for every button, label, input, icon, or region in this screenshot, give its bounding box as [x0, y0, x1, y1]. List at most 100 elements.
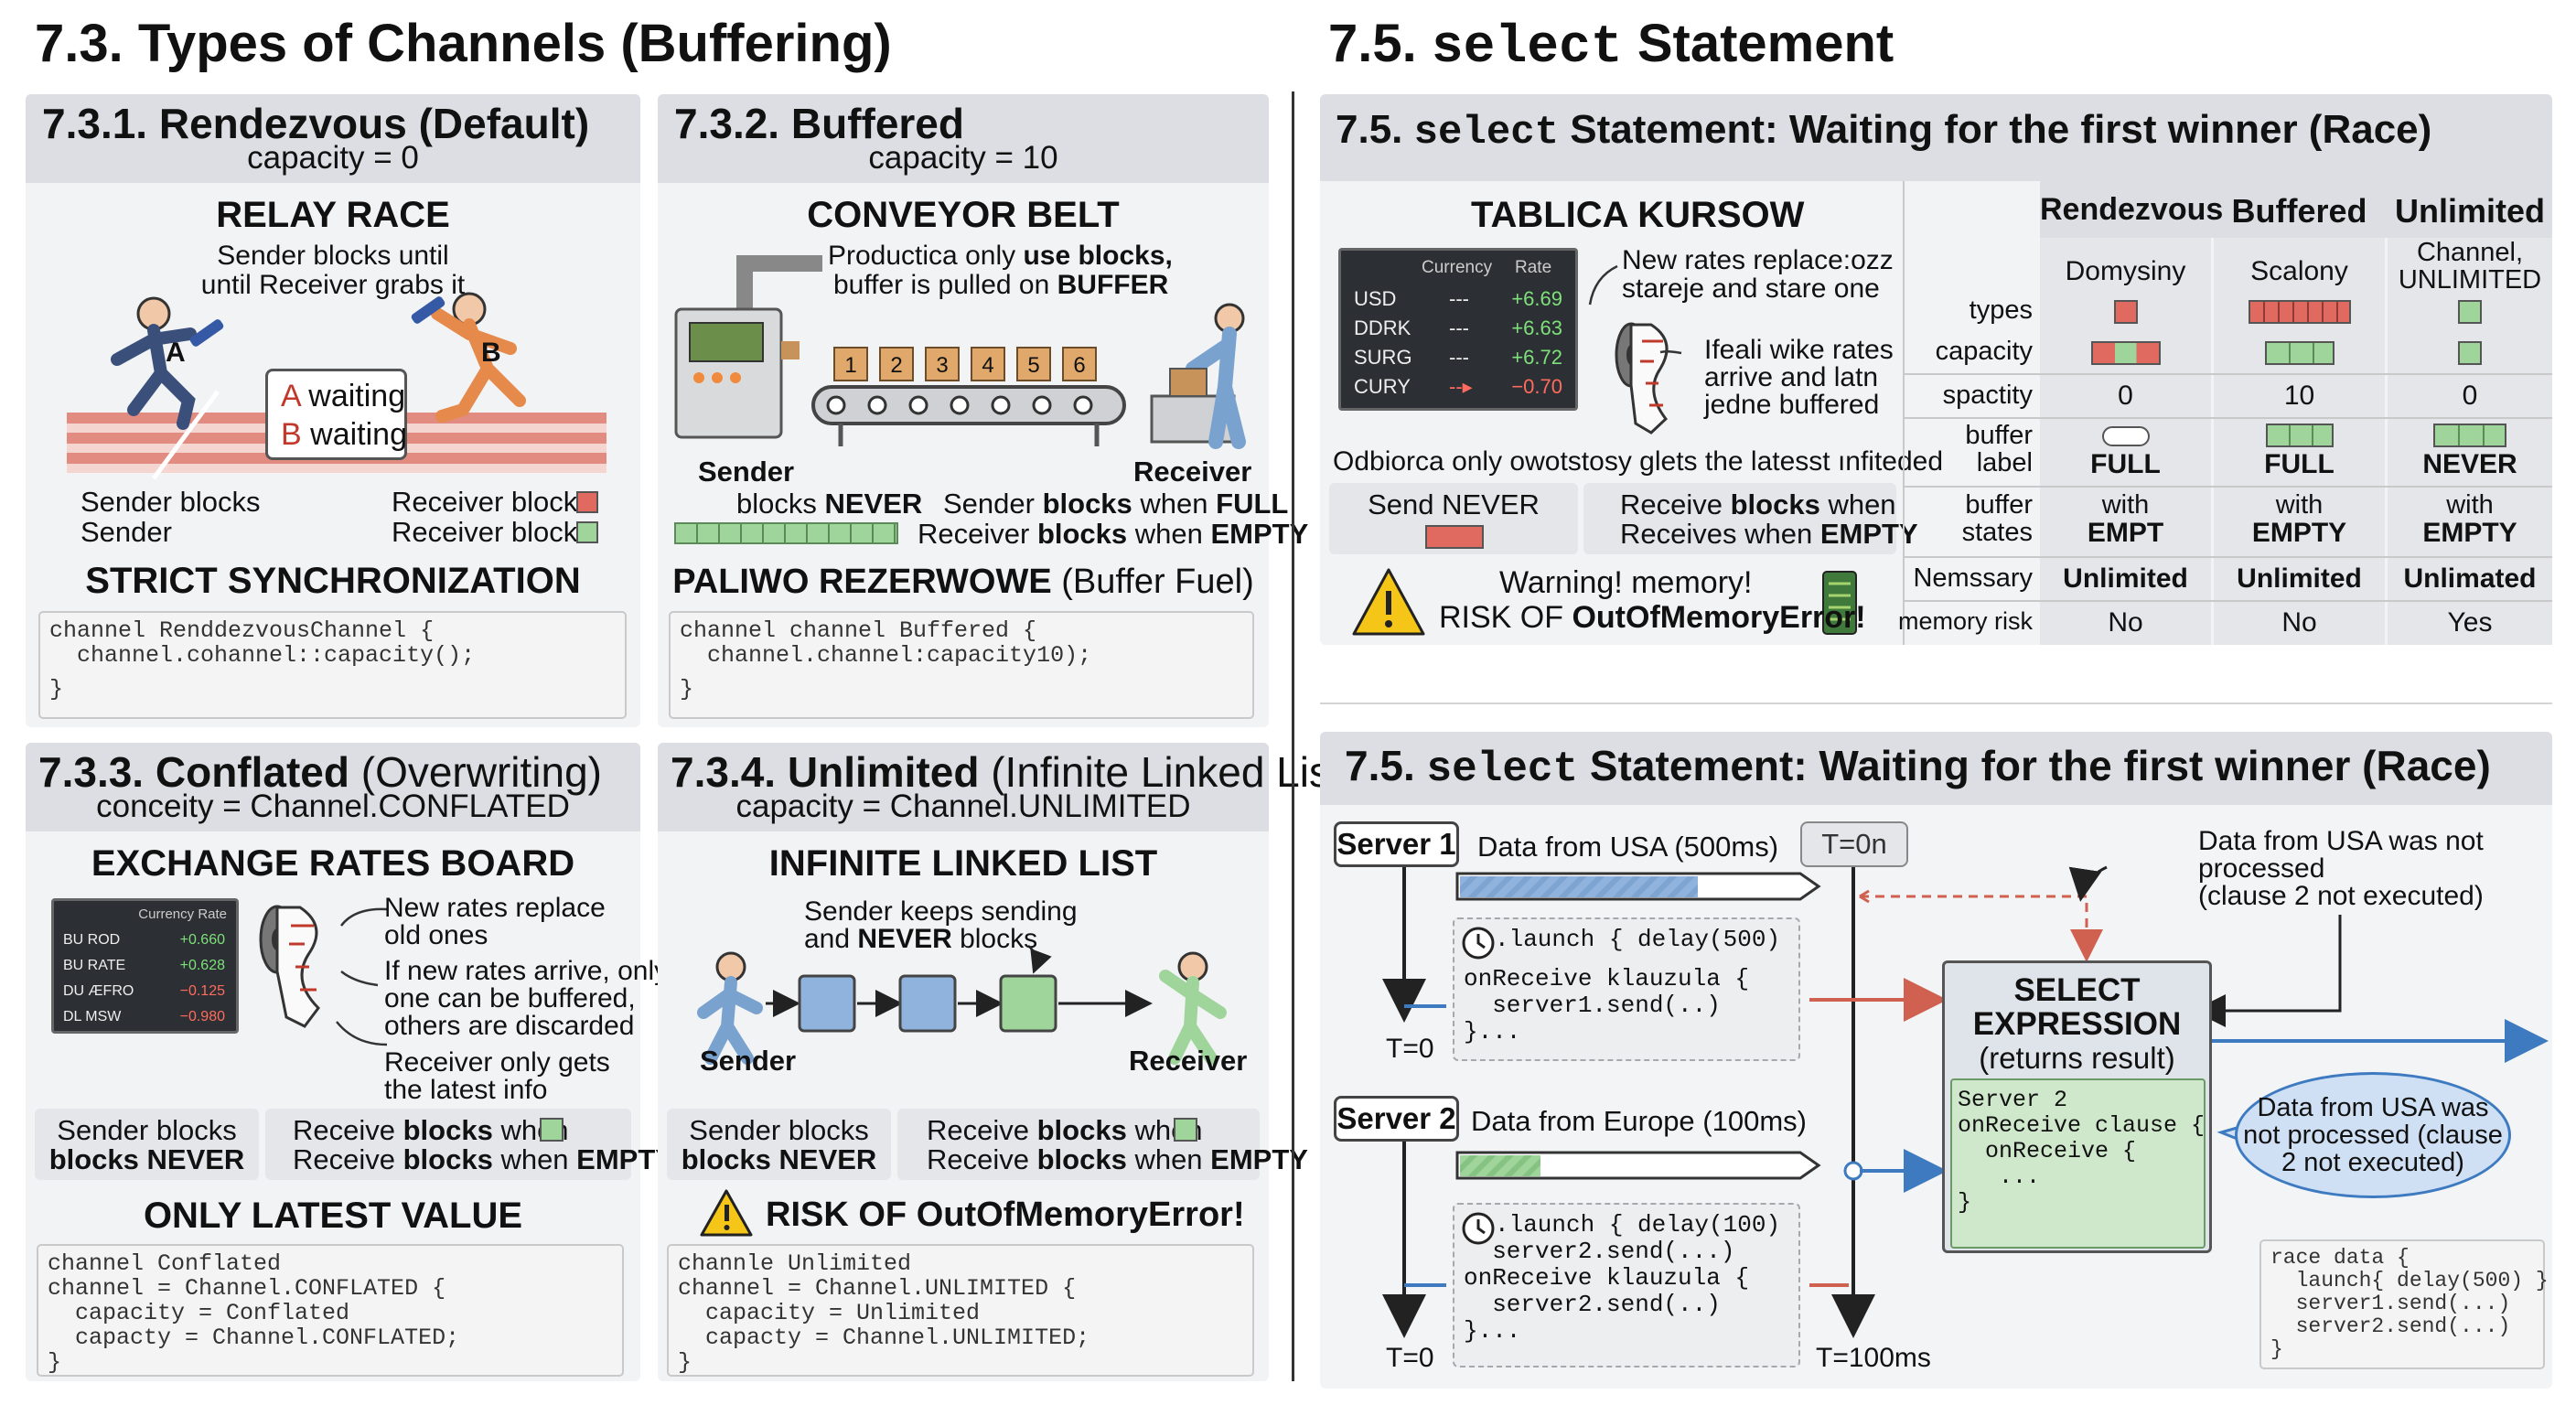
- server2-code: .launch { delay(100) server2.send(...) o…: [1453, 1203, 1800, 1367]
- note-line: New rates replace:ozz: [1622, 245, 1894, 275]
- waiting-badge: A waiting B waiting: [265, 369, 407, 460]
- receiver-blocks-box: Receive blocks when Receive blocks when …: [897, 1109, 1308, 1180]
- cell-swatch: [2265, 341, 2334, 365]
- time-label: T=100ms: [1816, 1343, 1931, 1373]
- table-cell: Scalony: [2250, 256, 2348, 286]
- row-label: buffer: [1965, 421, 2033, 450]
- card-heading: RELAY RACE: [216, 195, 450, 235]
- table-cell: No: [2108, 607, 2143, 638]
- badge-b-letter: B: [281, 417, 302, 452]
- server2-progress-fill: [1460, 1155, 1540, 1176]
- row-label: types: [1969, 295, 2033, 325]
- card-footer: ONLY LATEST VALUE: [143, 1196, 523, 1236]
- panel-select-race: 7.5. select Statement: Waiting for the f…: [1320, 732, 2552, 1389]
- paper-roll-icon: [259, 905, 388, 1046]
- note-line: Sender blocks until: [217, 241, 449, 271]
- board-value: +6.63: [1511, 316, 1562, 339]
- exchange-rates-board: Currency Rate BU ROD+0.660 BU RATE+0.628…: [51, 898, 239, 1034]
- sender-blocks-box: Sender blocks blocks NEVER: [667, 1109, 891, 1180]
- receiver-blocks-box: Receive blocks when Receive blocks when …: [265, 1109, 674, 1180]
- section-title-select: 7.5. select Statement: [1328, 14, 1894, 78]
- card-header: [26, 94, 640, 183]
- card-rendezvous: 7.3.1. Rendezvous (Default) capacity = 0…: [26, 94, 640, 727]
- panel-divider: [1320, 702, 2552, 704]
- clock-icon: [1462, 1212, 1495, 1245]
- buffer-box: 5: [1016, 347, 1051, 381]
- cell-swatch: [2266, 424, 2334, 447]
- receiver-blocks-label: Receiver blocks: [392, 516, 592, 548]
- col-bg: [2214, 181, 2385, 645]
- card-footer: STRICT SYNCHRONIZATION: [85, 561, 581, 601]
- table-cell: with: [2275, 490, 2324, 520]
- note-line: until Receiver grabs it: [200, 270, 466, 300]
- card-buffered: 7.3.2. Buffered capacity = 10 CONVEYOR B…: [658, 94, 1308, 727]
- table-col-header: Unlimited: [2394, 192, 2545, 230]
- note-line: Sender keeps sending: [804, 896, 1078, 927]
- buffer-box: 3: [925, 347, 960, 381]
- row-label: label: [1976, 448, 2033, 477]
- red-swatch: [1425, 525, 1484, 549]
- card-subtitle: capacity = 10: [868, 140, 1058, 176]
- board-value: −0.125: [179, 983, 225, 999]
- buffer-box: 6: [1062, 347, 1097, 381]
- card-footer: RISK OF OutOfMemoryError!: [766, 1196, 1245, 1234]
- time-label-t0n: T=0n: [1800, 821, 1908, 867]
- card-header: [26, 743, 640, 831]
- card-unlimited: 7.3.4. Unlimited (Infinite Linked List) …: [658, 743, 1356, 1381]
- table-cell: EMPT: [2087, 518, 2164, 548]
- card-heading: CONVEYOR BELT: [807, 195, 1120, 235]
- note-line: and NEVER blocks: [804, 924, 1038, 954]
- note-line: jedne buffered: [1704, 390, 1880, 420]
- card-conflated: 7.3.3. Conflated (Overwriting) conceity …: [26, 743, 674, 1381]
- comparison-table: Rendezvous Buffered Unlimited Domysiny S…: [1898, 181, 2552, 645]
- col-bg: [2388, 181, 2552, 645]
- server1-data-label: Data from USA (500ms): [1477, 831, 1779, 863]
- note-line: Receiver only gets: [384, 1047, 610, 1078]
- panel-select-comparison: 7.5. select Statement: Waiting for the f…: [1320, 94, 2552, 645]
- receiver-label: Receiver: [1133, 456, 1252, 488]
- board-col: Currency: [1422, 258, 1493, 277]
- table-cell: Yes: [2447, 607, 2493, 638]
- table-cell: FULL: [2090, 449, 2161, 479]
- card-header: [658, 94, 1269, 183]
- note-line: buffer is pulled on BUFFER: [833, 270, 1169, 300]
- card-title: 7.3.4. Unlimited (Infinite Linked List): [671, 748, 1357, 796]
- card-subtitle: capacity = 0: [247, 140, 419, 176]
- sender-never-label: blocks NEVER: [736, 488, 923, 520]
- table-cell: with: [2101, 490, 2150, 520]
- runner-b-label: B: [481, 338, 501, 368]
- runner-a-label: A: [166, 338, 186, 368]
- sender-label: Sender: [80, 516, 172, 548]
- table-cell: 10: [2283, 381, 2315, 411]
- receive-blocks-box: Receive blocks when Receives when EMPTY: [1583, 483, 1918, 554]
- paper-roll-icon: [1588, 264, 1682, 434]
- board-header: Currency Rate: [138, 906, 227, 922]
- table-cell: No: [2281, 607, 2317, 638]
- table-cell: 0: [2462, 381, 2478, 411]
- board-name: BU RATE: [63, 958, 126, 973]
- race-note: (clause 2 not executed): [2198, 881, 2484, 911]
- sender-blocks-box: Sender blocks blocks NEVER: [35, 1109, 259, 1180]
- note-line: one can be buffered,: [384, 983, 636, 1014]
- note-line: New rates replace: [384, 893, 606, 923]
- red-swatch: [576, 491, 598, 513]
- row-label: spactity: [1942, 381, 2033, 410]
- cell-swatch: [2091, 341, 2161, 365]
- badge-b-text: waiting: [310, 417, 407, 452]
- row-label: memory risk: [1898, 607, 2033, 635]
- note-line: others are discarded: [384, 1011, 635, 1041]
- board-name: USD: [1354, 287, 1397, 310]
- warning-text: Warning! memory!: [1499, 565, 1753, 600]
- board-name: DU ÆFRO: [63, 983, 134, 999]
- board-col: Rate: [1515, 258, 1552, 277]
- sender-label: Sender: [698, 456, 795, 488]
- board-value: +6.72: [1511, 346, 1562, 369]
- section-divider: [1292, 91, 1294, 1381]
- row-label: buffer: [1965, 490, 2033, 520]
- table-col-header: Rendezvous: [2040, 192, 2224, 227]
- card-header: [658, 743, 1269, 831]
- time-label: T=0: [1386, 1034, 1434, 1064]
- badge-a-text: waiting: [308, 379, 406, 413]
